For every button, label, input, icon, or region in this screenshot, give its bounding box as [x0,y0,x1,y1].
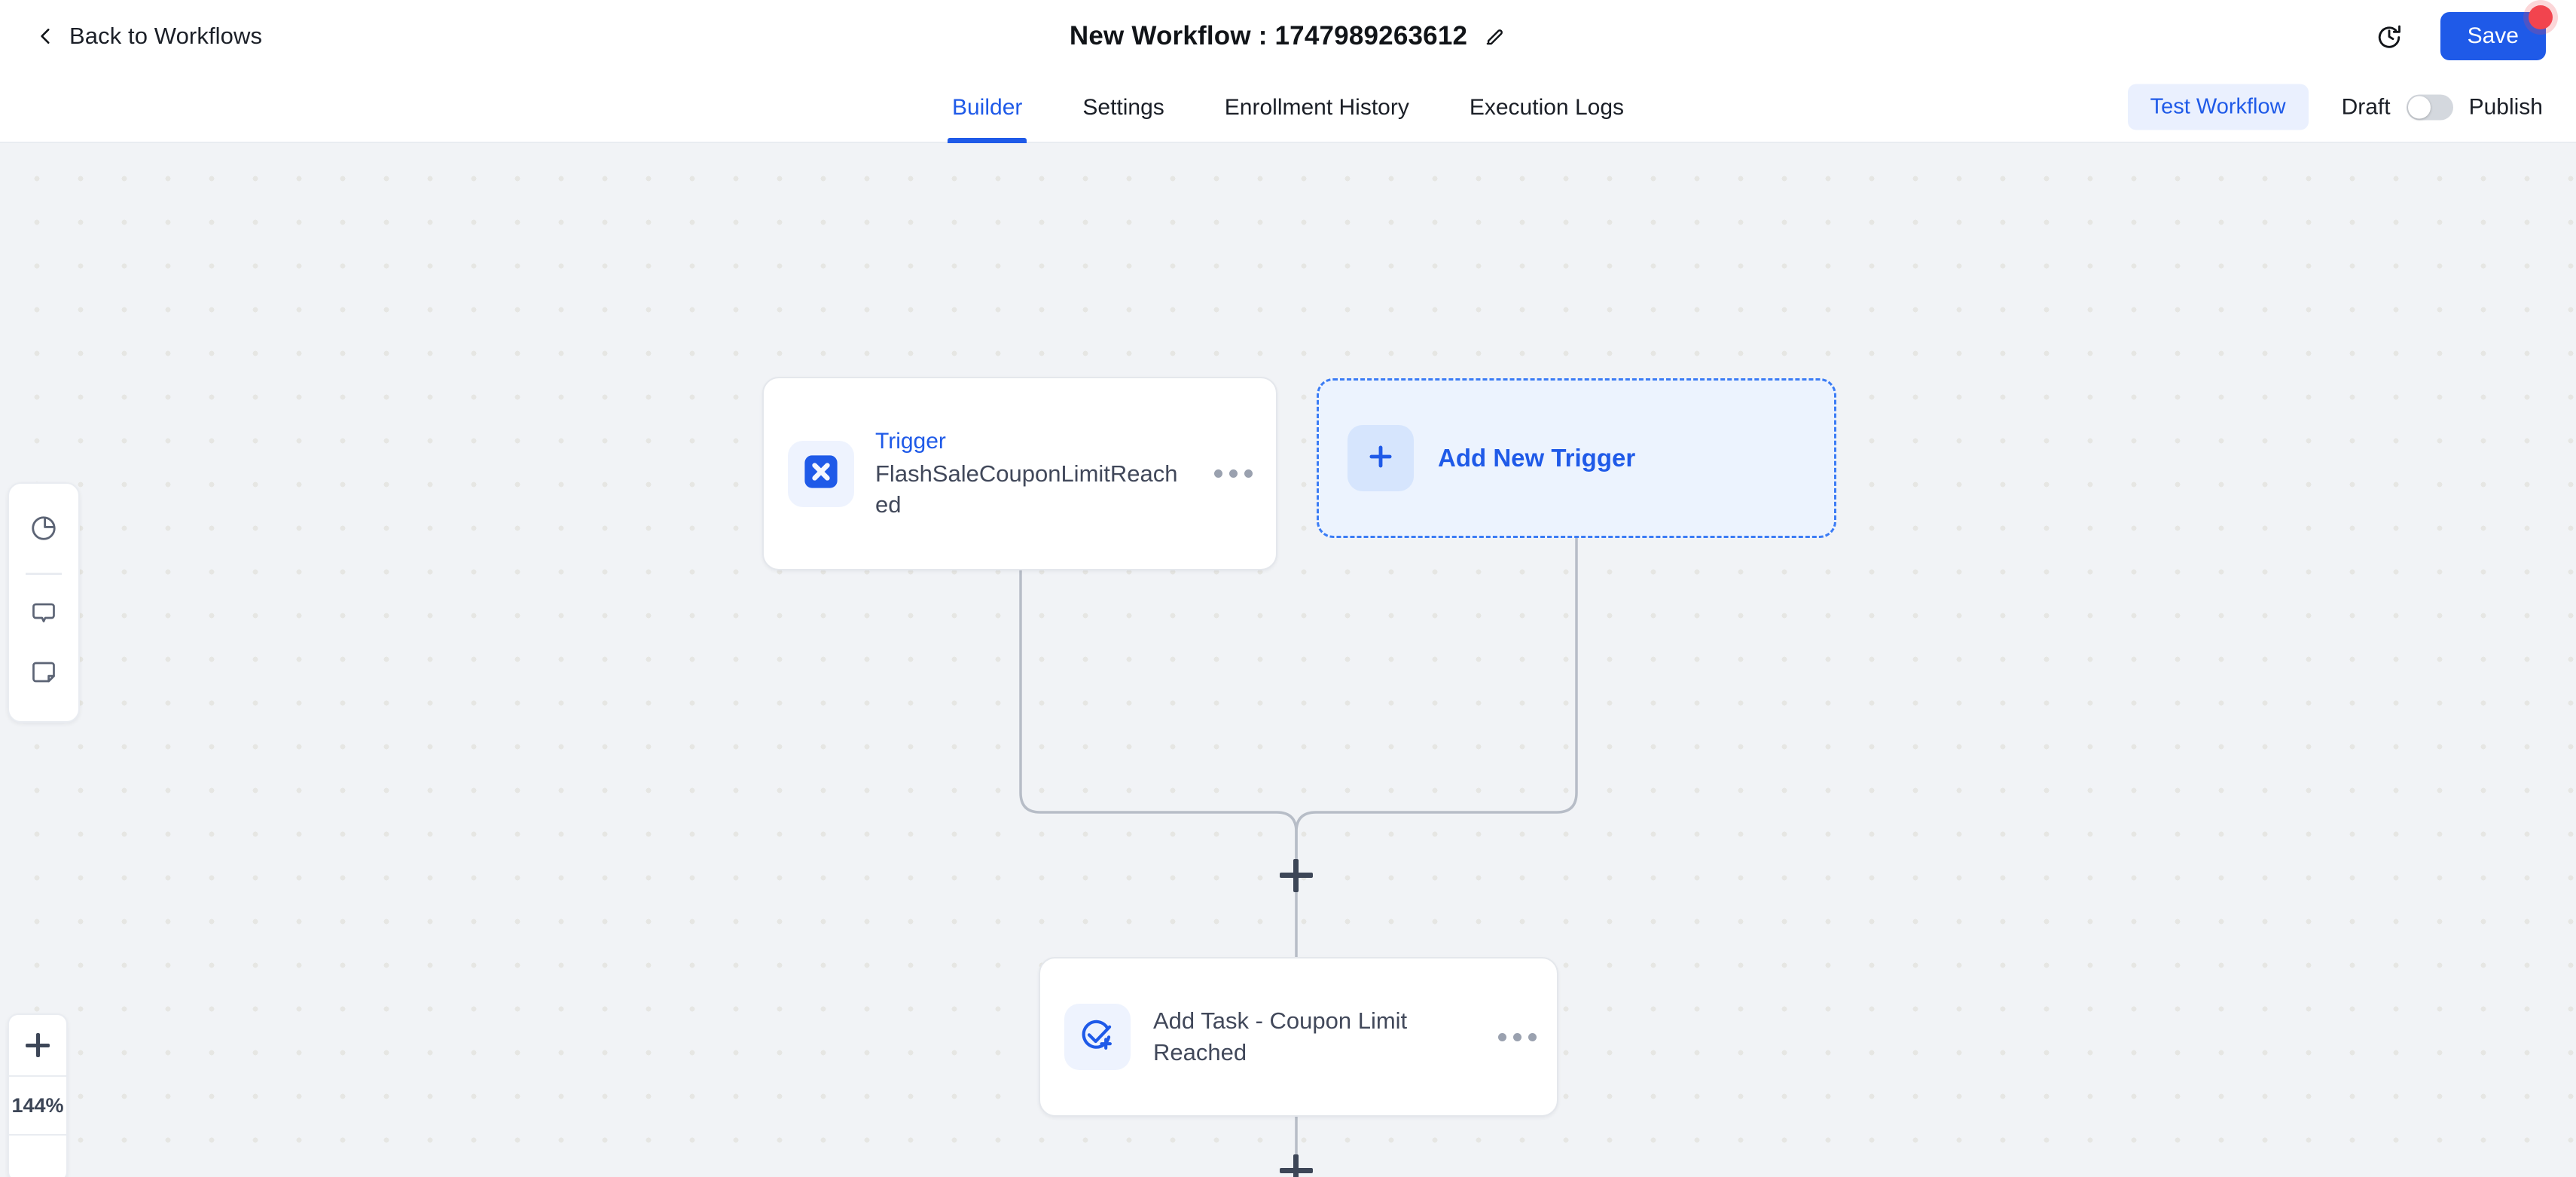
more-horizontal-icon[interactable] [1494,1022,1540,1052]
pie-chart-icon [29,514,58,546]
more-horizontal-icon[interactable] [1210,459,1256,489]
analytics-tool-button[interactable] [8,500,80,559]
workflow-canvas[interactable]: Trigger FlashSaleCouponLimitReached Add … [0,143,2576,1177]
toolbar-divider [26,573,62,575]
zoom-out-button[interactable] [9,1136,66,1177]
tab-execution-logs[interactable]: Execution Logs [1469,95,1625,120]
publish-toggle-knob [2407,96,2431,118]
back-to-workflows-button[interactable]: Back to Workflows [36,23,262,50]
page-title: New Workflow : 1747989263612 [1069,21,1468,50]
pencil-icon[interactable] [1484,25,1506,47]
tab-bar: Builder Settings Enrollment History Exec… [0,72,2576,143]
note-tool-button[interactable] [8,644,80,703]
task-node-icon-box [1064,1004,1131,1070]
workflow-title-group: New Workflow : 1747989263612 [1070,21,1506,51]
task-node-name: Add Task - Coupon Limit Reached [1153,1007,1408,1065]
publish-toggle[interactable] [2406,94,2453,120]
trigger-node-kicker: Trigger [875,429,946,454]
dot [1244,469,1253,478]
comment-bubble-icon [30,600,57,631]
test-workflow-button[interactable]: Test Workflow [2127,84,2309,130]
history-clock-icon[interactable] [2376,23,2403,50]
publish-label: Publish [2468,94,2543,119]
trigger-node-text: Trigger FlashSaleCouponLimitReached [875,426,1189,521]
task-node-text: Add Task - Coupon Limit Reached [1153,1005,1471,1068]
plus-icon [1364,440,1397,477]
dot [1228,469,1238,478]
cross-x-icon [803,454,839,494]
tab-settings[interactable]: Settings [1082,95,1164,120]
task-node[interactable]: Add Task - Coupon Limit Reached [1039,957,1558,1117]
note-icon [30,659,57,689]
tab-builder[interactable]: Builder [922,72,1052,143]
add-new-trigger-node[interactable]: Add New Trigger [1317,378,1836,538]
top-bar: Back to Workflows New Workflow : 1747989… [0,0,2576,72]
trigger-node-icon-box [788,440,854,507]
add-new-trigger-label: Add New Trigger [1438,444,1636,472]
zoom-in-button[interactable] [9,1015,66,1077]
tab-enrollment-history[interactable]: Enrollment History [1224,95,1409,120]
canvas-left-toolbar [8,482,80,723]
dot [1213,469,1222,478]
save-button[interactable]: Save [2440,12,2546,60]
zoom-level-label[interactable]: 144% [9,1077,66,1136]
tab-bar-actions: Test Workflow Draft Publish [2127,84,2543,130]
add-step-button-after-trigger[interactable] [1280,859,1313,892]
dot [1512,1032,1521,1041]
draft-label: Draft [2341,94,2391,119]
top-bar-actions: Save [2376,5,2553,60]
chevron-left-icon [36,26,56,46]
draft-publish-toggle-group: Draft Publish [2342,94,2543,120]
check-circle-plus-icon [1078,1016,1117,1059]
tab-list: Builder Settings Enrollment History Exec… [922,72,1654,143]
trigger-node-name: FlashSaleCouponLimitReached [875,460,1178,518]
save-unsaved-badge [2529,5,2553,29]
dot [1528,1032,1537,1041]
trigger-node[interactable]: Trigger FlashSaleCouponLimitReached [762,377,1277,570]
comment-tool-button[interactable] [8,585,80,644]
add-trigger-icon-box [1348,425,1414,491]
dot [1497,1032,1506,1041]
back-to-workflows-label: Back to Workflows [69,23,263,49]
add-step-button-after-task[interactable] [1280,1154,1313,1177]
connector-edges [1019,538,1578,1154]
zoom-control: 144% [8,1013,68,1177]
save-button-wrapper: Save [2440,5,2553,60]
